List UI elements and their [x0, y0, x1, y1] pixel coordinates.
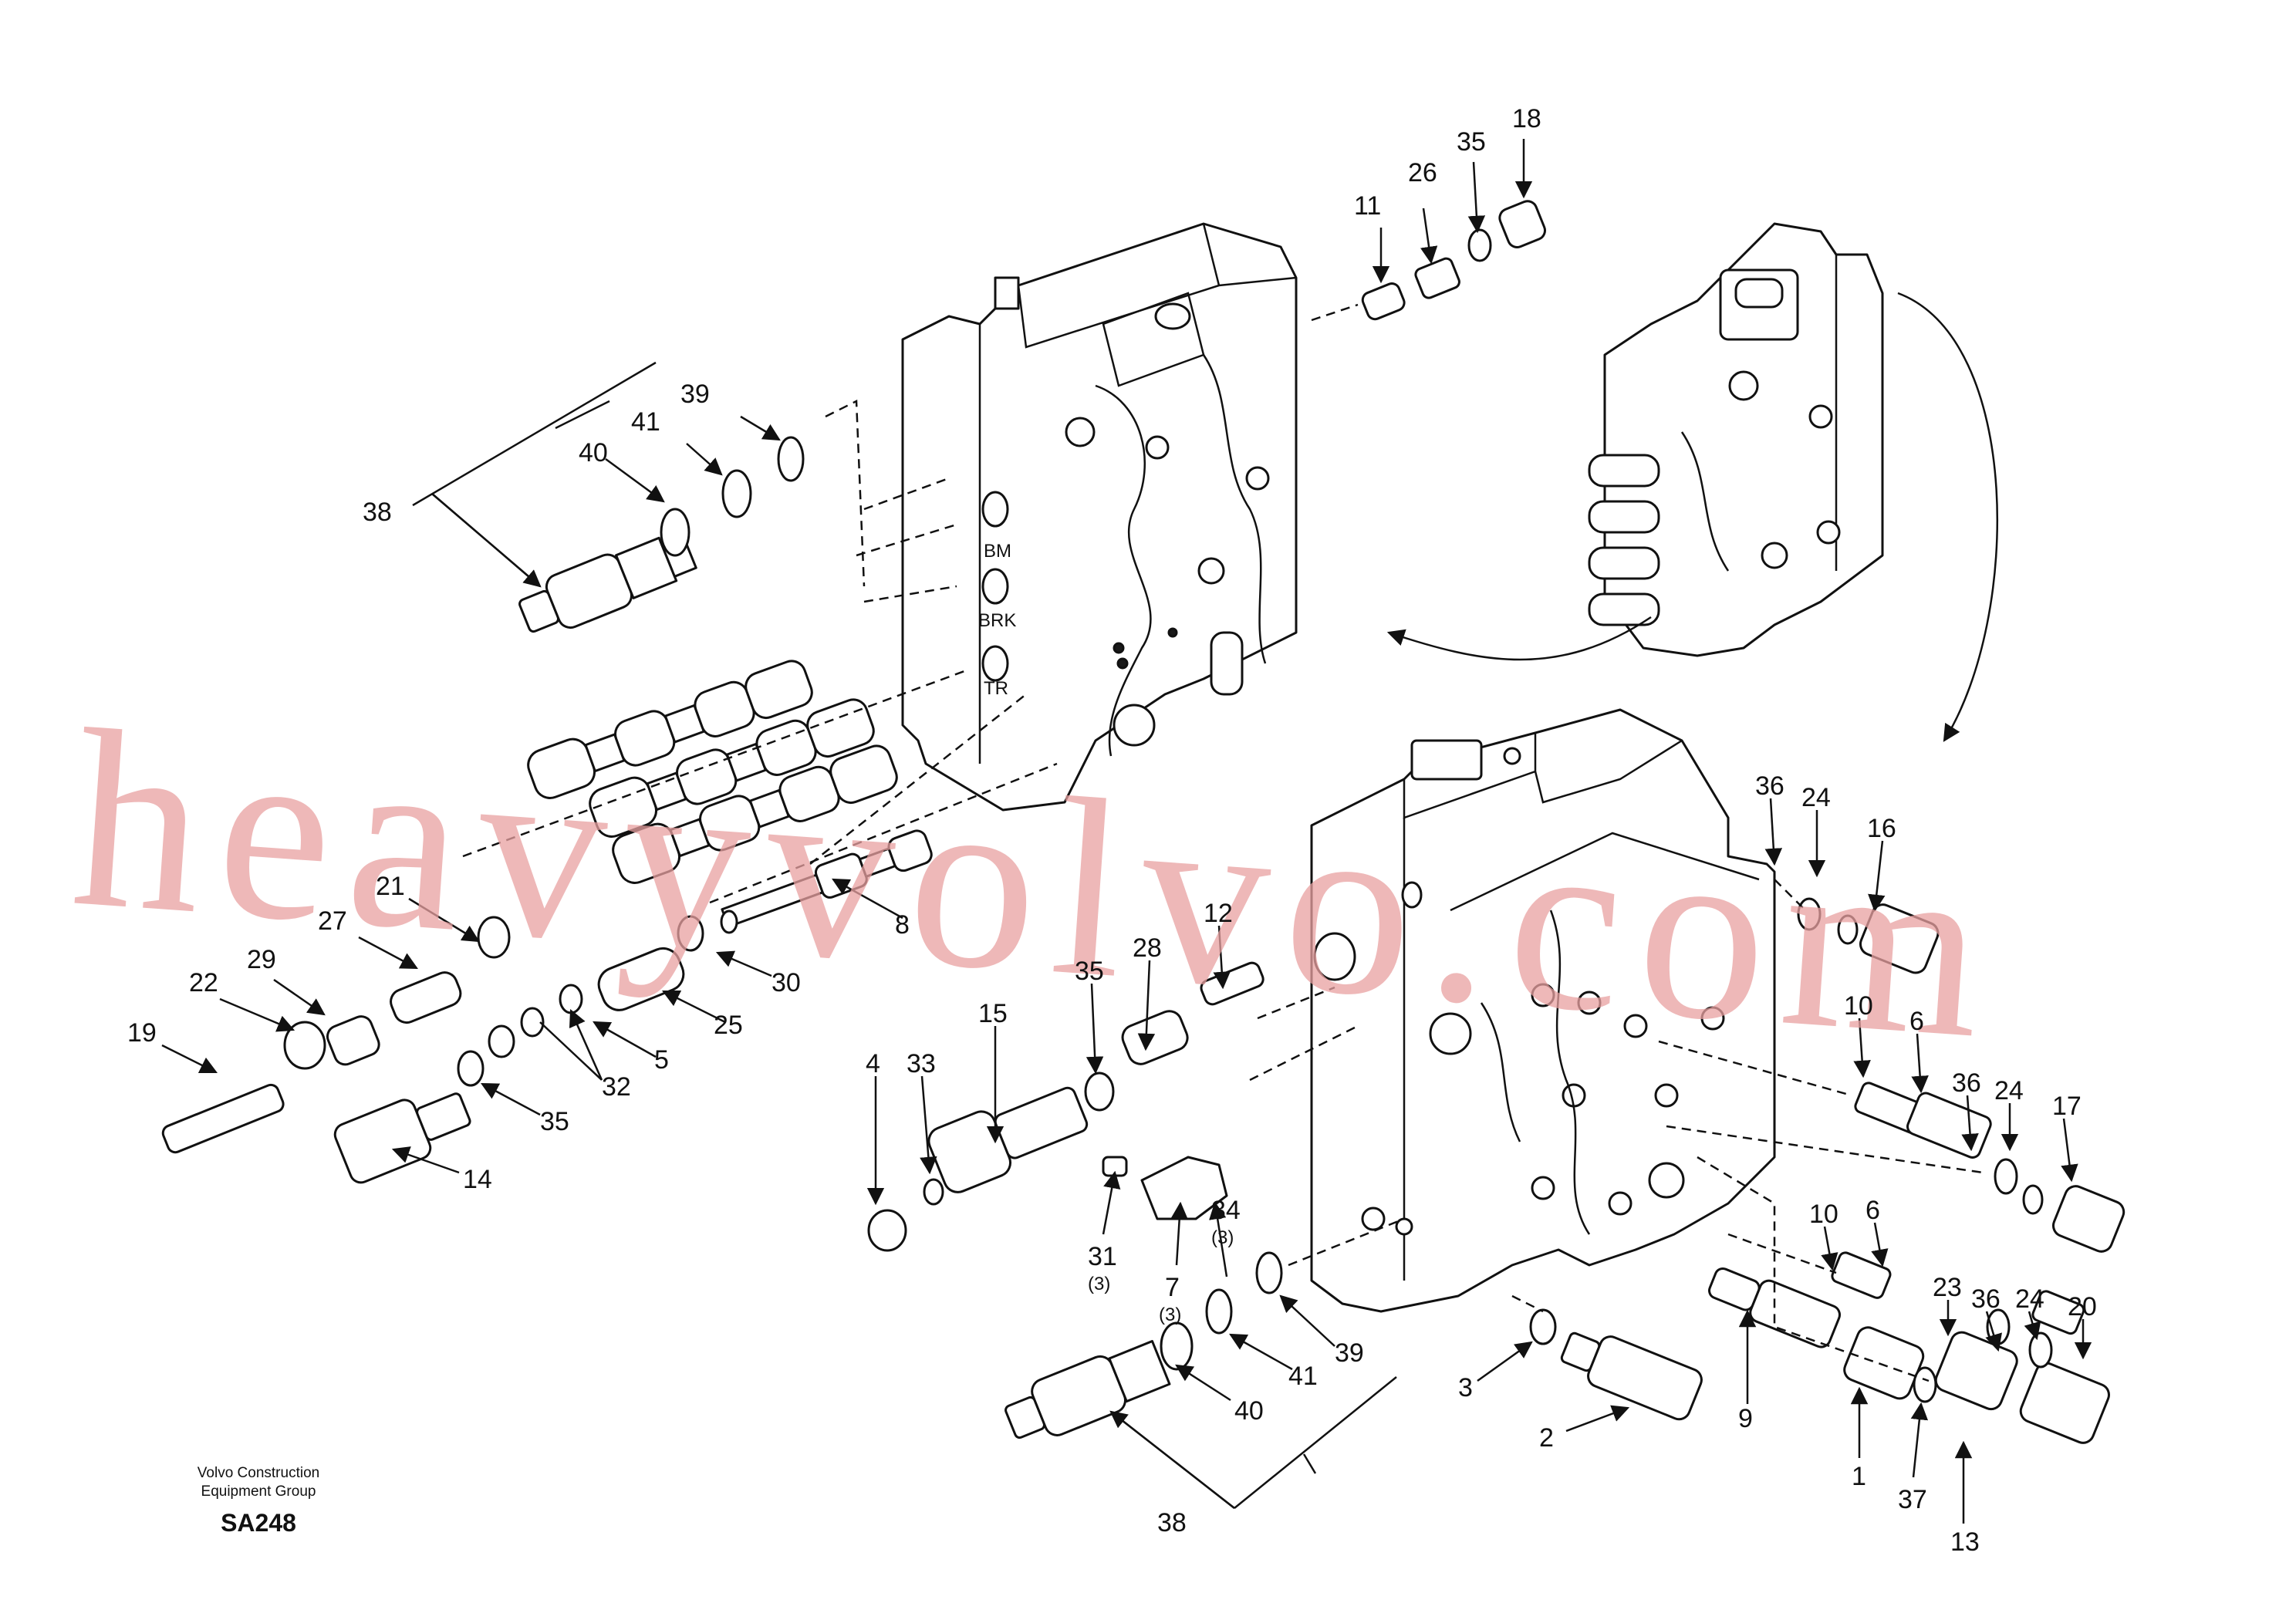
callout-7: 7	[1165, 1273, 1180, 1302]
callout-35: 35	[1457, 127, 1486, 157]
company-name: Volvo Construction Equipment Group	[197, 1465, 320, 1500]
upper-valve-body	[901, 222, 1298, 812]
callout-6-lower: 6	[1866, 1196, 1880, 1225]
callout-28: 28	[1133, 933, 1162, 963]
spool-assemblies	[527, 660, 933, 928]
callout-36-mid: 36	[1952, 1068, 1981, 1098]
callout-12: 12	[1204, 899, 1233, 928]
callout-4: 4	[866, 1049, 880, 1078]
assembly-lines	[462, 303, 1984, 1382]
callout-34: 34	[1211, 1196, 1241, 1225]
callout-24-mid: 24	[1994, 1076, 2024, 1105]
callout-8: 8	[895, 910, 910, 940]
callout-16: 16	[1867, 814, 1896, 843]
reference-valve-view	[1588, 222, 1884, 657]
callout-33: 33	[907, 1049, 936, 1078]
callout-32: 32	[602, 1072, 631, 1102]
callout-35-left: 35	[540, 1107, 569, 1136]
callout-36-lower: 36	[1971, 1284, 2001, 1314]
pressure-cartridge-lower	[1004, 1251, 1283, 1439]
callout-34-qty: (3)	[1211, 1227, 1234, 1248]
callout-2: 2	[1539, 1423, 1554, 1453]
callout-41: 41	[631, 407, 660, 437]
callout-7-qty: (3)	[1159, 1304, 1181, 1325]
callout-39: 39	[680, 380, 710, 409]
callout-21: 21	[376, 872, 405, 901]
callout-30: 30	[772, 968, 801, 997]
callout-23: 23	[1933, 1273, 1962, 1302]
lower-valve-body	[1310, 708, 1776, 1313]
callout-10-upper: 10	[1844, 991, 1873, 1021]
callout-31-qty: (3)	[1088, 1274, 1110, 1294]
callout-38: 38	[363, 498, 392, 527]
callout-20: 20	[2068, 1292, 2097, 1321]
lower-right-parts	[1529, 897, 2125, 1444]
callout-14: 14	[463, 1165, 492, 1194]
port-label-brk: BRK	[978, 610, 1016, 631]
callout-1: 1	[1852, 1462, 1866, 1491]
callout-6-upper: 6	[1909, 1007, 1924, 1036]
callout-36-top: 36	[1755, 771, 1784, 801]
drawing-code: SA248	[221, 1509, 296, 1537]
callout-5: 5	[654, 1045, 669, 1075]
callout-26: 26	[1408, 158, 1437, 187]
callout-9: 9	[1738, 1404, 1753, 1433]
callout-11: 11	[1354, 191, 1381, 221]
callout-18: 18	[1512, 104, 1541, 133]
callout-40-lower: 40	[1234, 1396, 1264, 1426]
callout-29: 29	[247, 945, 276, 974]
callout-31: 31	[1088, 1242, 1117, 1271]
callout-19: 19	[127, 1018, 157, 1048]
callout-39-lower: 39	[1335, 1338, 1364, 1368]
port-label-bm: BM	[984, 541, 1011, 562]
callout-38-lower: 38	[1157, 1508, 1187, 1537]
callout-3: 3	[1458, 1373, 1473, 1402]
callout-labels: 18 35 26 11 39 41 40 38 21 27 29 22 19 8…	[127, 104, 2097, 1557]
pressure-cartridge-upper	[518, 436, 805, 633]
callout-15: 15	[978, 999, 1008, 1028]
callout-13: 13	[1950, 1527, 1980, 1557]
callout-24-top: 24	[1801, 783, 1831, 812]
callout-27: 27	[318, 906, 347, 936]
top-small-parts	[1361, 200, 1546, 321]
callout-25: 25	[714, 1011, 743, 1040]
callout-17: 17	[2052, 1092, 2082, 1121]
callout-41-lower: 41	[1288, 1362, 1318, 1391]
callout-10-lower: 10	[1809, 1200, 1838, 1229]
callout-22: 22	[189, 968, 218, 997]
port-label-tr: TR	[984, 678, 1008, 699]
callout-37: 37	[1898, 1485, 1927, 1514]
callout-24-lower: 24	[2015, 1284, 2044, 1314]
leader-lines	[161, 139, 2092, 1524]
callout-35-mid: 35	[1075, 957, 1104, 986]
callout-40: 40	[579, 438, 608, 467]
